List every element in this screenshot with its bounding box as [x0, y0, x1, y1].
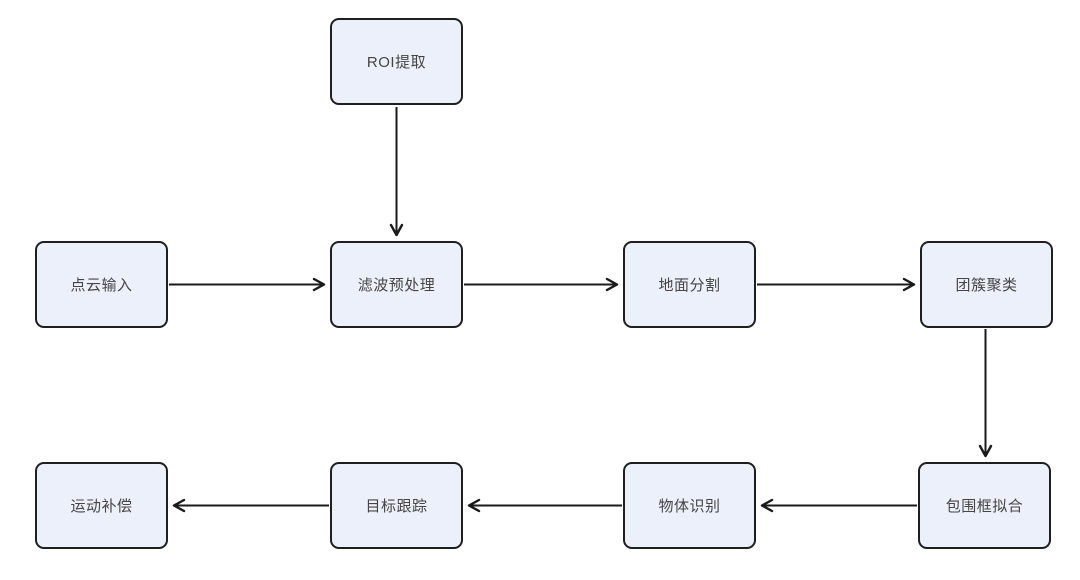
node-filter-preprocess: 滤波预处理	[330, 241, 463, 328]
node-motion-compensation: 运动补偿	[35, 462, 168, 549]
node-motion-compensation-label: 运动补偿	[70, 498, 133, 515]
node-roi: ROI提取	[330, 18, 463, 105]
node-object-recognition-label: 物体识别	[658, 498, 721, 515]
node-ground-segmentation-label: 地面分割	[658, 277, 721, 294]
node-filter-preprocess-label: 滤波预处理	[357, 277, 436, 294]
node-ground-segmentation: 地面分割	[623, 241, 756, 328]
node-point-cloud-input-label: 点云输入	[70, 277, 133, 294]
node-cluster: 团簇聚类	[920, 241, 1053, 328]
node-object-recognition: 物体识别	[623, 462, 756, 549]
node-target-tracking-label: 目标跟踪	[365, 498, 428, 515]
node-cluster-label: 团簇聚类	[955, 277, 1018, 294]
node-roi-label: ROI提取	[366, 54, 427, 71]
node-target-tracking: 目标跟踪	[330, 462, 463, 549]
node-bbox-fitting-label: 包围框拟合	[945, 498, 1024, 515]
node-point-cloud-input: 点云输入	[35, 241, 168, 328]
node-bbox-fitting: 包围框拟合	[918, 462, 1051, 549]
